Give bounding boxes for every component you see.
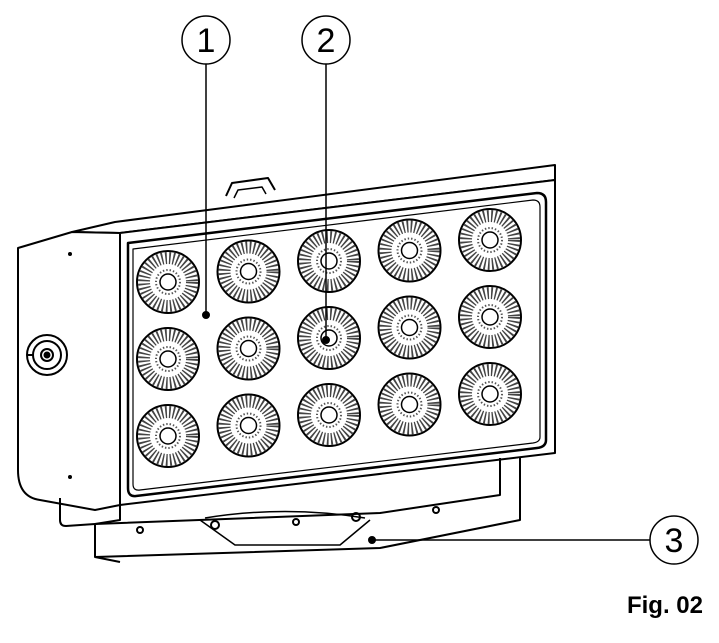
callout-2-number: 2 [317, 22, 336, 60]
led-module [136, 327, 200, 391]
housing-side [17, 231, 121, 511]
top-handle [225, 177, 276, 197]
led-module [136, 250, 200, 314]
led-module [377, 295, 442, 360]
led-module [216, 316, 281, 381]
callout-3-circle [649, 515, 699, 565]
callout-1-number: 1 [197, 22, 216, 60]
callout-1-circle [181, 15, 231, 65]
led-module [216, 393, 281, 458]
led-module [136, 404, 200, 468]
led-module [377, 372, 442, 437]
led-module [297, 383, 361, 447]
led-module [377, 218, 442, 283]
led-module [458, 208, 522, 272]
mounting-bracket [59, 458, 521, 563]
led-module [458, 362, 522, 426]
led-module [458, 285, 522, 349]
side-port [26, 334, 68, 376]
led-module [297, 229, 361, 293]
callout-2-circle [301, 15, 351, 65]
callout-3-number: 3 [665, 522, 684, 560]
led-module [216, 239, 281, 304]
figure-caption: Fig. 02 [626, 592, 703, 619]
